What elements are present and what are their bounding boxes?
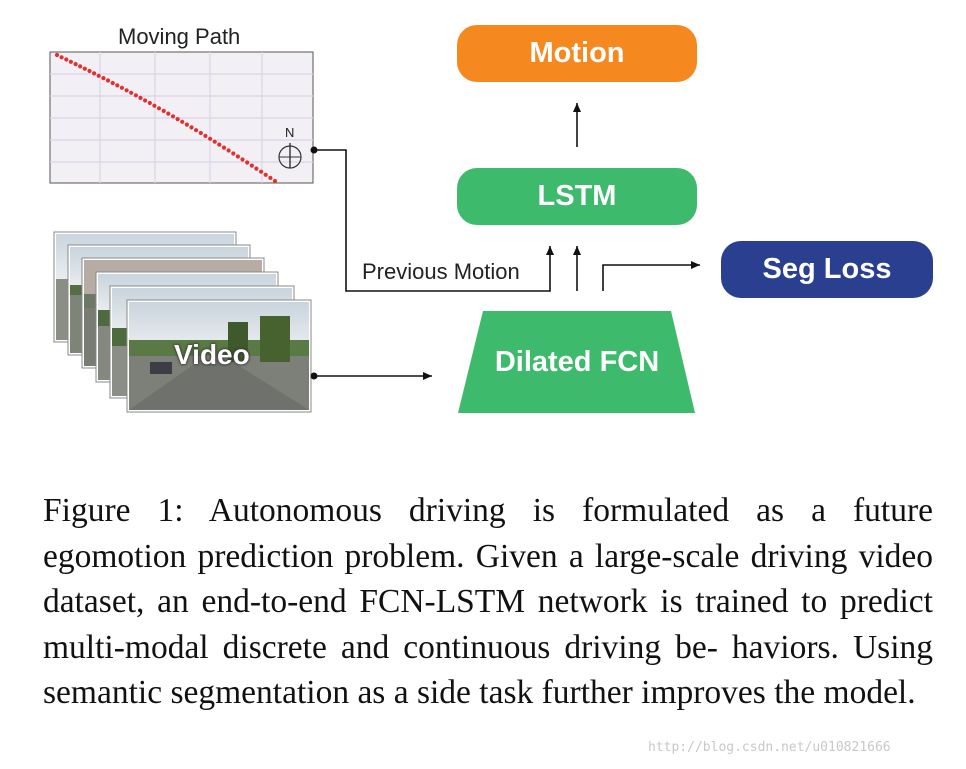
trajectory-point — [240, 157, 245, 162]
trajectory-point — [92, 71, 97, 76]
edge-moving-path-to-lstm — [314, 149, 554, 292]
moving-path-map — [49, 51, 314, 184]
dilated-fcn-label: Dilated FCN — [494, 345, 660, 378]
trajectory-point — [82, 66, 87, 71]
trajectory-point — [129, 90, 134, 95]
figure-caption: Figure 1: Autonomous driving is formulat… — [43, 492, 933, 711]
trajectory-point — [138, 95, 143, 100]
seg-loss-node-label: Seg Loss — [762, 253, 892, 285]
trajectory-point — [198, 130, 203, 136]
trajectory-point — [156, 106, 162, 111]
trajectory-point — [152, 103, 157, 108]
trajectory-point — [161, 108, 166, 113]
lstm-node: LSTM — [457, 168, 697, 225]
trajectory-point — [101, 76, 106, 81]
compass-north-label: N — [285, 125, 295, 140]
trajectory-point — [226, 148, 231, 153]
trajectory-point — [263, 172, 268, 177]
trajectory-point — [203, 133, 208, 138]
compass-icon — [278, 143, 302, 169]
trajectory-point — [180, 119, 185, 124]
dilated-fcn-block — [458, 311, 695, 413]
trajectory-point — [64, 57, 69, 62]
trajectory-point — [184, 122, 189, 127]
trajectory-point — [221, 145, 227, 150]
trajectory-point — [272, 178, 278, 184]
trajectory-point — [249, 163, 254, 168]
trajectory-point — [194, 128, 199, 133]
trajectory-point — [235, 154, 240, 159]
trajectory-point — [189, 125, 194, 130]
trajectory-point — [217, 142, 222, 147]
watermark-url: http://blog.csdn.net/u010821666 — [648, 740, 891, 755]
trajectory-point — [170, 114, 176, 119]
video-label: Video — [174, 339, 250, 370]
trajectory-point — [96, 73, 101, 78]
trajectory-point — [245, 160, 250, 165]
trajectory-point — [166, 111, 171, 116]
trajectory-point — [147, 100, 152, 106]
diagram-edges — [314, 103, 700, 380]
trajectory-point — [208, 136, 213, 141]
trajectory-point — [212, 139, 217, 144]
trajectory-point — [87, 68, 92, 74]
video-frame-front — [126, 299, 312, 413]
seg-loss-node: Seg Loss — [721, 241, 933, 298]
moving-path-title: Moving Path — [118, 24, 241, 49]
trajectory-point — [78, 64, 83, 69]
trajectory-point — [254, 166, 259, 171]
trajectory-point — [54, 52, 60, 58]
edge-fcn-to-seg-loss — [602, 261, 700, 291]
trajectory-point — [231, 151, 236, 156]
edge-origin-dot — [310, 372, 318, 380]
trajectory-point — [143, 98, 148, 103]
motion-node-label: Motion — [529, 37, 625, 69]
trajectory-point — [119, 85, 124, 90]
edge-origin-dot — [310, 146, 318, 154]
trajectory-point — [115, 83, 120, 88]
trajectory-point — [59, 55, 64, 60]
trajectory-point — [73, 62, 78, 67]
trajectory-point — [68, 59, 73, 64]
moving-path-trajectory — [54, 52, 278, 184]
trajectory-point — [105, 78, 111, 83]
trajectory-point — [110, 80, 115, 86]
trajectory-point — [124, 88, 129, 93]
video-frame-stack — [53, 231, 312, 413]
previous-motion-label: Previous Motion — [362, 259, 520, 284]
motion-node: Motion — [457, 25, 697, 82]
trajectory-point — [133, 93, 138, 98]
trajectory-point — [268, 175, 273, 180]
trajectory-point — [175, 117, 180, 122]
trajectory-point — [259, 169, 264, 174]
lstm-node-label: LSTM — [537, 180, 617, 212]
